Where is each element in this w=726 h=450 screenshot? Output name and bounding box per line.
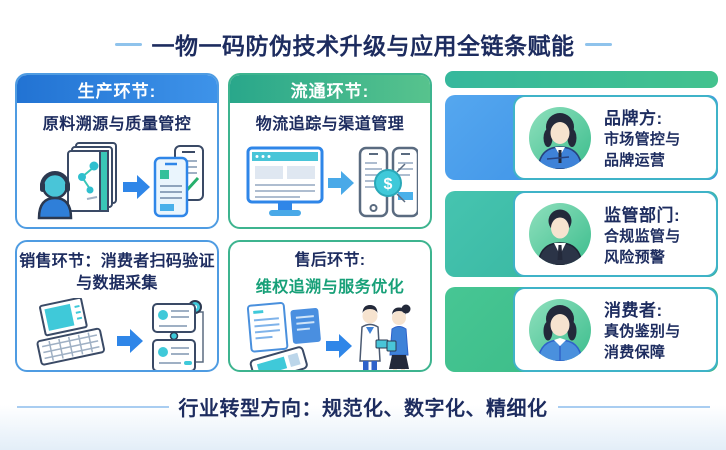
panel-aftersales-title: 售后环节: (294, 252, 366, 269)
title-divider-left (114, 42, 142, 46)
stakeholder-card-regulator: 监管部门: 合规监管与 风险预警 (445, 191, 718, 277)
devices-to-service-staff-illustration (246, 301, 411, 370)
stakeholder-card-consumer: 消费者: 真伪鉴别与 消费保障 (445, 287, 718, 372)
title-divider-right (584, 42, 612, 46)
stakeholder-column-header-bar (445, 71, 718, 88)
stakeholder-title: 监管部门: (604, 205, 681, 225)
stakeholder-line1: 合规监管与 (604, 227, 681, 245)
stakeholder-title: 消费者: (604, 301, 663, 320)
service-staff-figures (359, 304, 411, 370)
panel-circulation: 流通环节: 物流追踪与渠道管理 (228, 73, 432, 229)
arrow-right-icon (123, 175, 150, 199)
panel-circulation-header: 流通环节: (230, 75, 430, 103)
brand-manager-avatar (529, 106, 591, 169)
arrow-right-icon (117, 329, 143, 354)
stakeholder-line1: 市场管控与 (604, 131, 681, 148)
consumer-avatar (529, 298, 591, 361)
regulator-avatar (529, 203, 591, 265)
panel-production-header: 生产环节: (17, 75, 217, 103)
footer-divider-left (16, 405, 169, 408)
agent-documents-to-tablets-illustration (37, 142, 204, 220)
panel-aftersales: 售后环节: 维权追溯与服务优化 (228, 240, 432, 372)
panel-aftersales-subtitle: 维权追溯与服务优化 (255, 278, 405, 296)
panel-circulation-subtitle: 物流追踪与渠道管理 (255, 116, 405, 133)
stakeholder-title: 品牌方: (604, 109, 663, 128)
panel-sales-title: 销售环节：消费者扫码验证 与数据采集 (19, 253, 215, 292)
footer-row: 行业转型方向：规范化、数字化、精细化 (0, 392, 726, 421)
stakeholder-card-brand: 品牌方: 市场管控与 品牌运营 (445, 95, 718, 180)
stakeholder-line2: 品牌运营 (604, 152, 666, 169)
svg-text:$: $ (384, 176, 393, 193)
stakeholder-line2: 消费保障 (604, 344, 666, 361)
dollar-coin-icon (374, 169, 402, 197)
footer-divider-right (557, 405, 710, 408)
laptop-to-linked-records-illustration (36, 298, 204, 370)
panel-sales: 销售环节：消费者扫码验证 与数据采集 (15, 240, 219, 372)
monitor-to-phones-payment-illustration: $ (246, 146, 418, 218)
stakeholder-line1: 真伪鉴别与 (604, 323, 681, 340)
page-title: 一物一码防伪技术升级与应用全链条赋能 (151, 33, 575, 59)
arrow-right-icon (328, 171, 354, 195)
footer-text: 行业转型方向：规范化、数字化、精细化 (178, 398, 548, 420)
panel-production: 生产环节: 原料溯源与质量管控 (15, 73, 219, 229)
page-title-row: 一物一码防伪技术升级与应用全链条赋能 (0, 27, 726, 61)
stakeholder-line2: 风险预警 (604, 248, 666, 266)
panel-production-subtitle: 原料溯源与质量管控 (42, 116, 192, 133)
arrow-right-icon (326, 333, 352, 358)
